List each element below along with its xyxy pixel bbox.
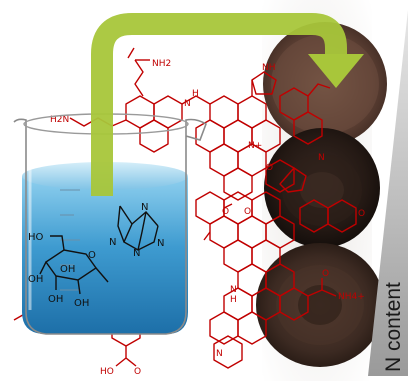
bottom-ho-label: HO <box>100 367 114 377</box>
hmt-n3: N <box>133 248 140 259</box>
oxazole-o-label: O <box>266 163 273 173</box>
n-content-label: N content <box>382 282 405 372</box>
structure-labels: NH2 H2N NH H N N+ O N O O N H O NH4+ HO … <box>50 59 365 377</box>
glucose-oh-left: OH <box>28 274 43 285</box>
mid-o2-label: O <box>244 207 251 217</box>
hmt-molecule <box>117 205 159 251</box>
mid-o1-label: O <box>222 207 229 217</box>
nh-lower-label: N <box>230 285 237 295</box>
hmt-n4: N <box>157 238 164 249</box>
pyridine-n2-label: N <box>216 349 223 359</box>
glucose-oh-ring: OH <box>60 264 75 275</box>
glucose-labels: HO OH O OH OH OH <box>28 232 96 309</box>
lactone-o-label: O <box>358 209 365 219</box>
bridge-n-label: N <box>184 99 191 109</box>
carbon-network-structure <box>13 47 357 369</box>
glucose-oh-mid: OH <box>48 294 63 305</box>
hmt-n1: N <box>141 202 148 213</box>
bridge-h-label: H <box>192 89 199 99</box>
hmt-n2: N <box>109 237 116 248</box>
nh-lower-h-label: H <box>230 295 237 305</box>
pyrrole-nh-label: NH <box>262 63 276 73</box>
glucose-o-ring: O <box>88 250 96 261</box>
pyridine-n-label: N <box>318 153 325 163</box>
beaker-icon <box>13 113 207 335</box>
glucose-molecule <box>39 235 109 295</box>
ammonium-label: NH4+ <box>338 292 365 302</box>
quaternary-n-label: N+ <box>248 141 262 151</box>
gradient-wedge-icon <box>368 10 408 376</box>
curved-arrow-icon <box>91 13 364 196</box>
hmt-labels: N N N N <box>109 202 164 259</box>
amide-label: NH2 <box>152 59 171 69</box>
glucose-ho-top: HO <box>28 232 44 243</box>
glucose-oh-right: OH <box>74 298 89 309</box>
carboxyl-o-label: O <box>322 269 329 279</box>
amine-label: H2N <box>50 115 69 125</box>
bottom-o-label: O <box>134 367 141 377</box>
